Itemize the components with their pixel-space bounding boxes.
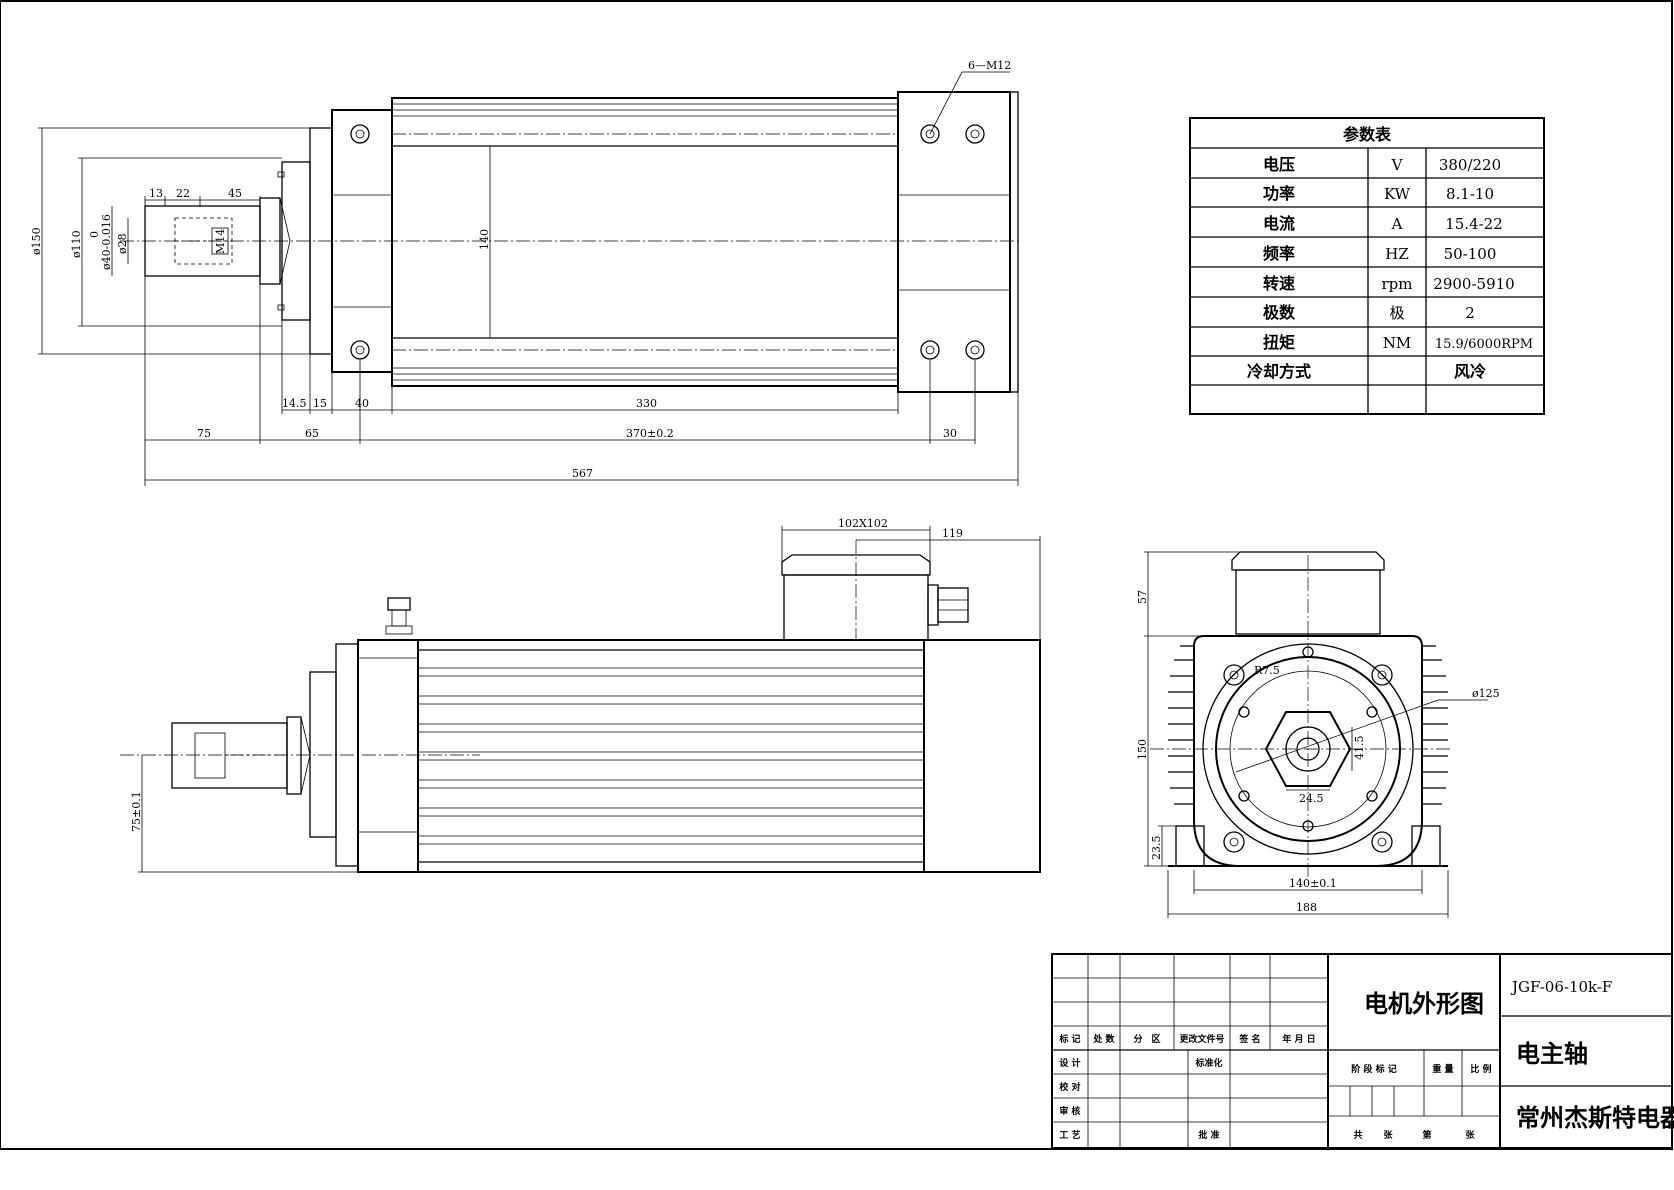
tb-nth: 第 (1422, 1129, 1431, 1141)
dim-h75: 75±0.1 (130, 791, 143, 832)
tb-hdr-date: 年 月 日 (1282, 1033, 1315, 1045)
dim-l14-5: 14.5 (282, 397, 307, 410)
tb-hdr-change-doc: 更改文件号 (1179, 1033, 1224, 1045)
param-value-power: 8.1-10 (1446, 185, 1494, 203)
param-value-poles: 2 (1465, 304, 1475, 322)
tb-process: 工 艺 (1059, 1129, 1080, 1141)
dim-m14: M14 (214, 229, 227, 254)
param-name-speed: 转速 (1263, 274, 1295, 293)
param-table-title: 参数表 (1343, 125, 1392, 144)
tb-company-name: 常州杰斯特电器 (1516, 1103, 1674, 1132)
dim-w140: 140±0.1 (1289, 877, 1337, 890)
param-value-voltage: 380/220 (1439, 156, 1501, 174)
bolt-spec-label: 6—M12 (968, 59, 1011, 72)
dim-box-102x102: 102X102 (838, 517, 888, 530)
rear-flange (897, 91, 1011, 393)
dim-d125: ø125 (1472, 687, 1500, 700)
top-view: 6—M12 ø150 ø110 ø40-0.016 0 ø28 M14 140 … (30, 59, 1020, 486)
tb-standardization: 标准化 (1194, 1057, 1222, 1069)
param-unit-torque: NM (1383, 334, 1411, 352)
tb-hdr-zone: 分 区 (1133, 1033, 1160, 1045)
param-name-cooling: 冷却方式 (1247, 362, 1311, 381)
adjustment-knob (387, 597, 411, 611)
dim-r7-5: R7.5 (1254, 664, 1280, 677)
dim-h23-5: 23.5 (1150, 836, 1163, 861)
param-unit-voltage: V (1391, 156, 1404, 174)
param-unit-poles: 极 (1389, 304, 1404, 322)
dim-s22: 22 (176, 187, 190, 200)
tb-drawing-code: JGF-06-10k-F (1510, 978, 1612, 996)
dim-l30: 30 (943, 427, 957, 440)
dim-v41-5: 41.5 (1353, 736, 1366, 761)
title-block: 标 记 处 数 分 区 更改文件号 签 名 年 月 日 设 计 校 对 审 核 … (1051, 953, 1674, 1149)
dim-h57: 57 (1136, 590, 1149, 604)
dim-w119: 119 (942, 527, 963, 540)
param-unit-current: A (1391, 215, 1403, 233)
param-unit-speed: rpm (1382, 275, 1413, 293)
tb-sheets: 张 (1383, 1129, 1393, 1141)
dim-l65: 65 (305, 427, 319, 440)
param-value-cooling: 风冷 (1454, 362, 1486, 381)
dim-w24-5: 24.5 (1299, 792, 1324, 805)
param-value-current: 15.4-22 (1445, 215, 1503, 233)
param-unit-frequency: HZ (1385, 245, 1409, 263)
param-name-power: 功率 (1263, 184, 1295, 203)
dim-d40-tolerance: 0 (88, 231, 101, 238)
param-value-torque: 15.9/6000RPM (1435, 337, 1533, 352)
tb-scale: 比 例 (1470, 1063, 1491, 1075)
tb-total: 共 (1353, 1129, 1362, 1141)
dim-h150: 150 (1136, 739, 1149, 760)
sheet-border (0, 0, 1673, 1150)
param-name-current: 电流 (1263, 214, 1295, 233)
tb-stage-mark: 阶 段 标 记 (1351, 1063, 1396, 1075)
dim-s13: 13 (149, 187, 163, 200)
dim-d28: ø28 (116, 233, 129, 254)
tb-approve: 批 准 (1198, 1129, 1219, 1141)
tb-hdr-signature: 签 名 (1238, 1033, 1260, 1045)
dim-l40: 40 (355, 397, 369, 410)
end-view: 57 150 23.5 R7.5 ø125 41.5 24.5 140±0.1 … (1136, 551, 1500, 918)
tb-review: 审 核 (1059, 1105, 1080, 1117)
tb-check: 校 对 (1059, 1081, 1080, 1093)
tb-drawing-name: 电机外形图 (1364, 989, 1484, 1018)
param-value-speed: 2900-5910 (1433, 275, 1514, 293)
cable-gland (937, 587, 969, 623)
dim-d40: ø40-0.016 (100, 214, 113, 270)
tb-hdr-mark: 标 记 (1058, 1033, 1080, 1045)
tb-sheet: 张 (1465, 1129, 1475, 1141)
param-unit-power: KW (1384, 185, 1411, 203)
param-value-frequency: 50-100 (1444, 245, 1497, 263)
dim-s45: 45 (228, 187, 242, 200)
parameter-table: 参数表 电压 V 380/220 功率 KW 8.1-10 电流 A 15.4-… (1189, 117, 1545, 415)
motor-body (391, 97, 899, 387)
dim-d110: ø110 (70, 230, 83, 258)
param-name-frequency: 频率 (1263, 244, 1295, 263)
shaft-hex-nut (1264, 711, 1352, 787)
tb-design: 设 计 (1059, 1057, 1080, 1069)
tb-hdr-count: 处 数 (1092, 1033, 1115, 1045)
tb-weight: 重 量 (1432, 1063, 1453, 1075)
dim-w188: 188 (1296, 901, 1317, 914)
dim-l75: 75 (197, 427, 211, 440)
dim-l567: 567 (572, 467, 593, 480)
dim-l15: 15 (313, 397, 327, 410)
tb-product-name: 电主轴 (1516, 1039, 1588, 1068)
side-view: 102X102 119 75±0.1 (120, 517, 1041, 873)
dim-d150: ø150 (30, 227, 43, 255)
dim-l370: 370±0.2 (626, 427, 674, 440)
dim-l330: 330 (636, 397, 657, 410)
dim-h140: 140 (478, 229, 491, 250)
param-name-voltage: 电压 (1263, 155, 1295, 174)
param-name-torque: 扭矩 (1263, 333, 1295, 352)
param-name-poles: 极数 (1263, 303, 1296, 322)
